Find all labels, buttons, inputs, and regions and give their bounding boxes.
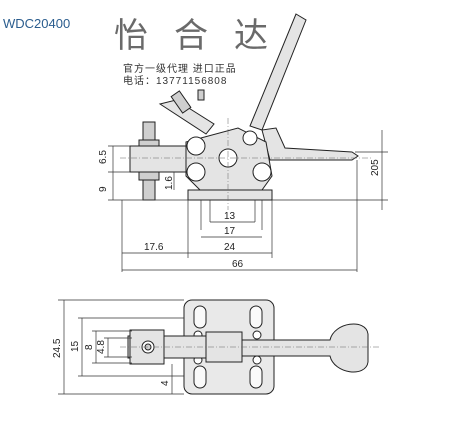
pivot-4 xyxy=(252,162,272,182)
phone-text: 电话：13771156808 xyxy=(123,76,228,87)
dim-4: 4 xyxy=(160,380,171,386)
pivot-1 xyxy=(186,136,206,156)
dim-66: 66 xyxy=(232,259,244,270)
spindle-nut-top xyxy=(138,139,160,147)
agent-text: 官方一级代理 进口正品 xyxy=(123,64,237,75)
brand-watermark: 怡合达 xyxy=(114,16,294,56)
spindle-raised xyxy=(170,90,192,114)
dim-1-6: 1.6 xyxy=(164,176,175,190)
dim-24: 24 xyxy=(224,242,236,253)
dim-17-6: 17.6 xyxy=(144,242,164,253)
handle-grip xyxy=(261,127,359,161)
slot-br xyxy=(249,365,263,389)
dim-6-5: 6.5 xyxy=(98,150,109,164)
side-view: 6.5 9 1.6 205 13 17 17.6 24 66 xyxy=(98,13,388,272)
dim-205: 205 xyxy=(370,159,381,176)
dim-9: 9 xyxy=(98,186,109,192)
slot-bl xyxy=(193,365,207,389)
hole-3 xyxy=(252,330,262,340)
pivot-2 xyxy=(186,162,206,182)
dim-15: 15 xyxy=(70,340,81,352)
dim-8: 8 xyxy=(84,344,95,350)
clamp-arm xyxy=(129,145,189,173)
top-view: 24.5 15 8 4.8 4 xyxy=(52,299,380,395)
spindle-nut-raised xyxy=(197,89,205,101)
pivot-5 xyxy=(242,130,258,146)
slot-tl xyxy=(193,305,207,329)
arm-raised xyxy=(158,99,215,135)
spindle-tip xyxy=(142,179,156,201)
dim-24-5: 24.5 xyxy=(52,338,63,358)
handle-top xyxy=(241,323,369,373)
spindle-nut-bottom xyxy=(138,171,160,181)
dim-13: 13 xyxy=(224,211,236,222)
hole-4 xyxy=(252,355,262,365)
dim-17: 17 xyxy=(224,226,236,237)
dim-4-8: 4.8 xyxy=(96,340,107,354)
slot-tr xyxy=(249,305,263,329)
model-number: WDC20400 xyxy=(3,16,71,31)
base-plate xyxy=(187,189,273,201)
handle-arm xyxy=(249,13,307,131)
